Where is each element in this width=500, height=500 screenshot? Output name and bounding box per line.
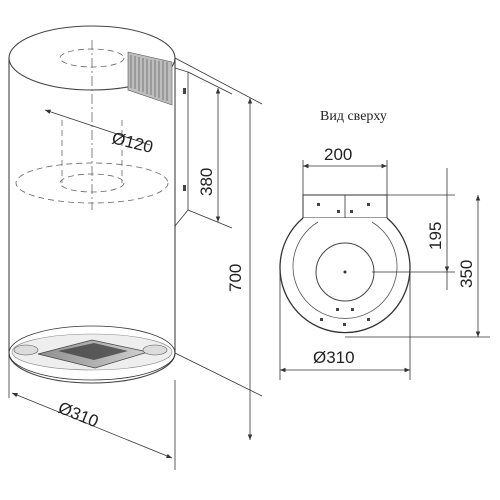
depth-dimension: 195 [372,168,455,290]
outlet-height-dimension: 380 [187,71,233,229]
wall-bracket [174,67,189,228]
outlet-diameter-dimension: Ø120 [44,109,155,157]
top-outlet-circle [59,40,125,210]
top-view: Вид сверху 200 [279,109,490,380]
bottom-panel [11,333,173,371]
total-depth-label: 350 [457,260,476,288]
left-light-icon [13,344,39,356]
vent-grille [127,51,173,106]
outlet-diameter-label: Ø120 [110,128,155,156]
height-dimension: 700 [174,57,263,440]
width-dimension: 200 [302,145,388,195]
inner-outlet-ellipse [15,120,169,204]
top-view-diameter-dimension: Ø310 [279,272,411,380]
outlet-height-label: 380 [197,168,216,196]
right-light-icon [142,344,168,356]
top-view-body [279,217,411,334]
diameter-label: Ø310 [56,398,102,431]
diameter-dimension: Ø310 [8,353,176,470]
total-depth-dimension: 350 [345,195,490,338]
side-view: Ø120 700 380 Ø310 [8,25,263,470]
mounting-plate [302,194,388,228]
width-label: 200 [324,145,352,164]
top-view-diameter-label: Ø310 [313,348,355,367]
depth-label: 195 [426,222,445,250]
height-label: 700 [226,264,245,292]
top-view-title: Вид сверху [320,109,387,124]
